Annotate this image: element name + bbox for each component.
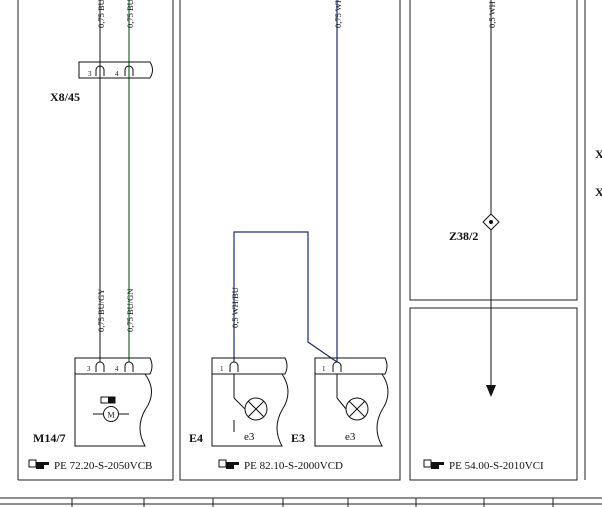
pin-m14-left: 3 [87,365,91,373]
pointing-hand-icon [218,459,239,469]
motor-glyph: M [107,411,114,420]
wire-label-z38: 0,5 WH [487,1,497,28]
frame-m14-section [18,0,174,481]
lamp-e4-sub: e3 [244,431,255,443]
arrow-down-icon [486,385,496,397]
reference-text-lamps: PE 82.10-S-2000VCD [244,460,343,472]
wire-label-m14-bottom-left: 0,75 BU/GY [96,289,106,332]
wire-label-m14-bottom-right: 0,75 BU/GN [125,289,135,332]
pin-x8-right: 4 [115,70,119,78]
pin-x8-left: 3 [88,70,92,78]
reference-z38: PE 54.00-S-2010VCI [423,459,544,472]
splice-diamond-icon [482,213,500,231]
reference-m14: PE 72.20-S-2050VCB [28,459,152,472]
wire-label-e4: 0,5 WH/BU [230,287,240,328]
label-e4: E4 [189,431,203,445]
reference-text-z38: PE 54.00-S-2010VCI [449,460,544,472]
edge-label-1: X [595,147,602,161]
frame-z38-upper [409,0,578,301]
pointing-hand-icon [28,459,49,469]
wire-label-m14-top-right: 0,75 BU [125,0,135,28]
connector-x8-45: 3 4 X8/45 [50,61,153,104]
wire-label-e3-top: 0,75 WH [333,0,343,28]
lamp-section: 0,75 WH 0,5 WH/BU 1 e3 E4 1 [189,0,389,472]
label-m14-7: M14/7 [33,431,66,445]
label-e3: E3 [291,431,305,445]
reference-text-m14: PE 72.20-S-2050VCB [54,460,152,472]
lamp-icon [336,397,369,421]
label-x8-45: X8/45 [50,90,80,104]
motor-icon [103,406,119,422]
frame-lamp-section [179,0,401,481]
lamp-icon [233,397,268,421]
pin-e3: 1 [322,365,326,373]
pin-m14-right: 4 [115,365,119,373]
label-z38-2: Z38/2 [449,229,478,243]
bottom-grid [0,497,602,507]
wire-e4-wh-bu [233,231,338,363]
lamp-e3: 1 e3 E3 [291,357,389,447]
pin-e4: 1 [220,365,224,373]
edge-label-2: X [595,185,602,199]
lamp-e4: 1 e3 E4 [189,357,289,447]
connector-m14: 3 4 [74,357,153,375]
pointing-hand-icon [423,459,444,469]
m14-section: 0,75 BU 0,75 BU 0,75 BU/GY 0,75 BU/GN 3 … [28,0,153,472]
section-frames [17,0,586,481]
reference-lamps: PE 82.10-S-2000VCD [218,459,343,472]
frame-z38-lower [409,307,578,481]
wire-label-m14-top-left: 0,75 BU [96,0,106,28]
lamp-e3-sub: e3 [345,431,356,443]
motor-m14-7: M M14/7 [33,373,152,447]
z38-section: 0,5 WH Z38/2 PE 54.00-S-2010VCI [423,0,544,472]
